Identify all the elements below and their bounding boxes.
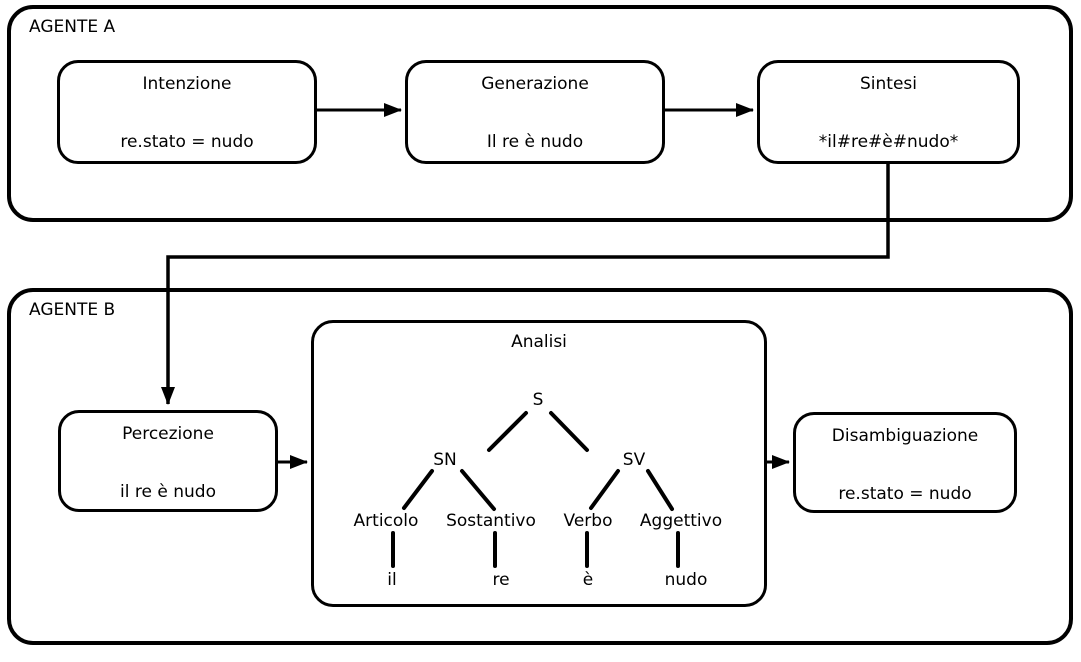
disambiguazione-title: Disambiguazione (831, 426, 979, 446)
tree-edge-s-sv (549, 411, 589, 452)
tree-node-aggettivo: Aggettivo (639, 511, 723, 531)
box-sintesi: Sintesi *il#re#è#nudo* (757, 60, 1020, 164)
intenzione-content: re.stato = nudo (120, 132, 254, 152)
tree-node-verbo: Verbo (563, 511, 613, 531)
tree-node-articolo: Articolo (353, 511, 419, 531)
agent-a-container: AGENTE A (7, 5, 1073, 222)
generazione-title: Generazione (481, 74, 589, 94)
generazione-content: Il re è nudo (486, 132, 584, 152)
tree-leaf-re: re (492, 570, 510, 590)
tree-edge-s-sn (487, 411, 528, 452)
agent-a-label: AGENTE A (29, 17, 116, 37)
tree-edge-sv-verbo (589, 469, 620, 510)
intenzione-title: Intenzione (142, 74, 232, 94)
tree-node-s: S (532, 390, 544, 410)
tree-edge-sn-sostantivo (460, 469, 496, 511)
tree-leaf-nudo: nudo (664, 570, 708, 590)
disambiguazione-content: re.stato = nudo (838, 484, 972, 504)
analisi-title: Analisi (511, 332, 567, 352)
box-generazione: Generazione Il re è nudo (405, 60, 665, 164)
tree-node-sn: SN (433, 450, 457, 470)
arrow-sintesi-to-percezione (161, 162, 890, 405)
sintesi-content: *il#re#è#nudo* (818, 132, 959, 152)
percezione-title: Percezione (122, 424, 214, 444)
agent-b-label: AGENTE B (29, 300, 116, 320)
box-intenzione: Intenzione re.stato = nudo (57, 60, 317, 164)
sintesi-title: Sintesi (860, 74, 917, 94)
tree-edge-sn-articolo (402, 469, 434, 510)
parse-tree-edges (391, 411, 680, 568)
tree-node-sv: SV (622, 450, 646, 470)
box-analisi: Analisi S SN SV Articolo Sostantivo Verb… (311, 320, 767, 607)
percezione-content: il re è nudo (120, 482, 216, 502)
tree-edge-sv-aggettivo (646, 469, 674, 511)
agent-b-container: AGENTE B (7, 288, 1073, 645)
tree-leaf-il: il (387, 570, 397, 590)
tree-node-sostantivo: Sostantivo (446, 511, 536, 531)
tree-leaf-e: è (582, 570, 594, 590)
box-percezione: Percezione il re è nudo (58, 410, 278, 512)
box-disambiguazione: Disambiguazione re.stato = nudo (793, 412, 1017, 513)
